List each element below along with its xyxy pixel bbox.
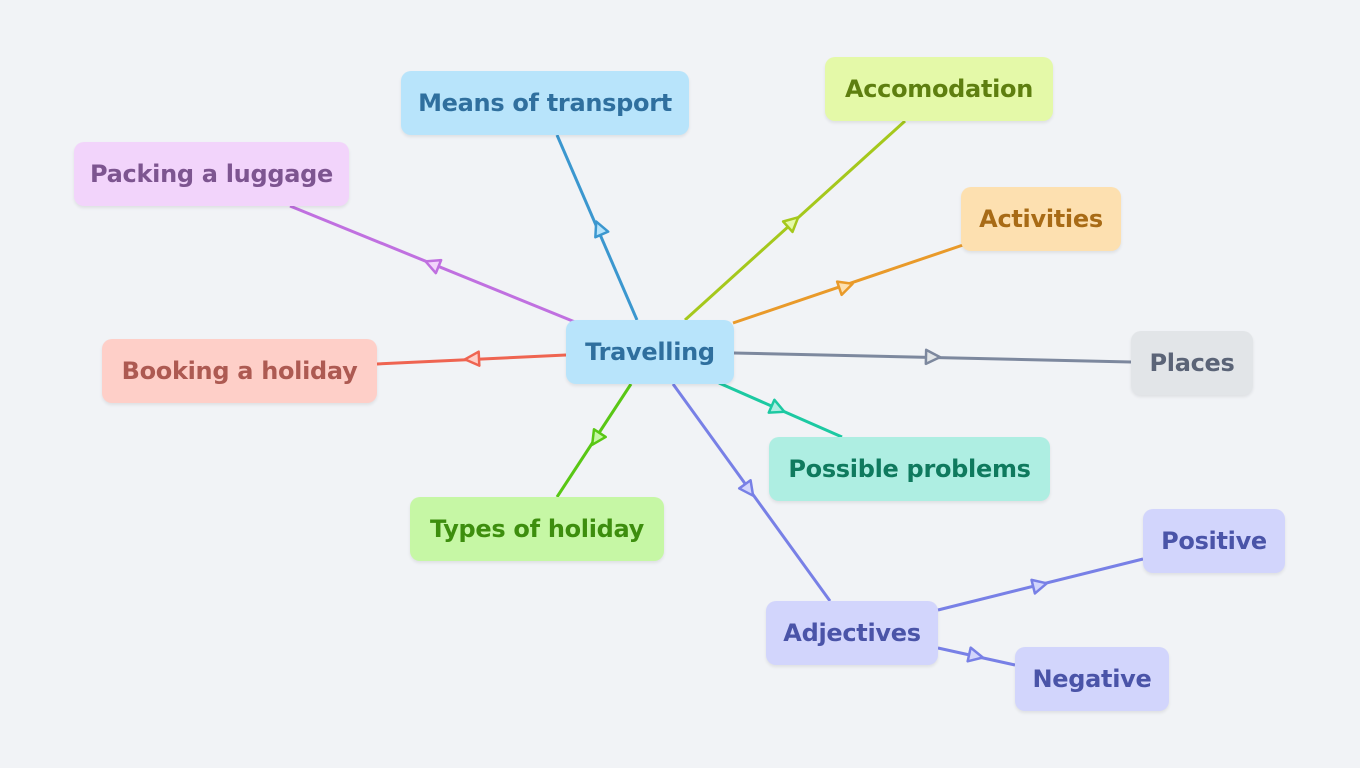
node-label: Means of transport bbox=[418, 89, 672, 117]
arrow-icon bbox=[781, 216, 800, 234]
node-label: Accomodation bbox=[844, 75, 1034, 103]
node-label: Packing a luggage bbox=[90, 160, 333, 188]
arrow-icon bbox=[424, 258, 443, 275]
arrow-icon bbox=[1030, 578, 1049, 595]
topic-accomodation[interactable]: Accomodation bbox=[825, 57, 1053, 121]
topic-possible-problems[interactable]: Possible problems bbox=[769, 437, 1050, 501]
central-topic-travelling[interactable]: Travelling bbox=[566, 320, 734, 384]
node-label: Travelling bbox=[585, 338, 715, 366]
topic-means-of-transport[interactable]: Means of transport bbox=[401, 71, 689, 135]
node-label: Negative bbox=[1032, 665, 1152, 693]
node-label: Types of holiday bbox=[429, 515, 645, 543]
arrow-icon bbox=[966, 646, 985, 663]
subtopic-positive[interactable]: Positive bbox=[1143, 509, 1285, 573]
node-label: Activities bbox=[979, 205, 1103, 233]
node-label: Adjectives bbox=[783, 619, 921, 647]
subtopic-negative[interactable]: Negative bbox=[1015, 647, 1169, 711]
node-label: Places bbox=[1149, 349, 1235, 377]
arrow-icon bbox=[590, 428, 607, 447]
topic-activities[interactable]: Activities bbox=[961, 187, 1121, 251]
arrow-icon bbox=[767, 398, 786, 414]
topic-adjectives[interactable]: Adjectives bbox=[766, 601, 938, 665]
topic-places[interactable]: Places bbox=[1131, 331, 1253, 395]
arrow-icon bbox=[924, 348, 942, 366]
topic-types-of-holiday[interactable]: Types of holiday bbox=[410, 497, 664, 561]
arrow-icon bbox=[463, 350, 481, 367]
node-label: Possible problems bbox=[788, 455, 1031, 483]
arrow-icon bbox=[737, 478, 755, 497]
arrow-icon bbox=[835, 280, 854, 297]
topic-booking-a-holiday[interactable]: Booking a holiday bbox=[102, 339, 377, 403]
node-label: Positive bbox=[1161, 527, 1267, 555]
node-label: Booking a holiday bbox=[121, 357, 358, 385]
arrow-icon bbox=[594, 220, 610, 239]
topic-packing-a-luggage[interactable]: Packing a luggage bbox=[74, 142, 349, 206]
